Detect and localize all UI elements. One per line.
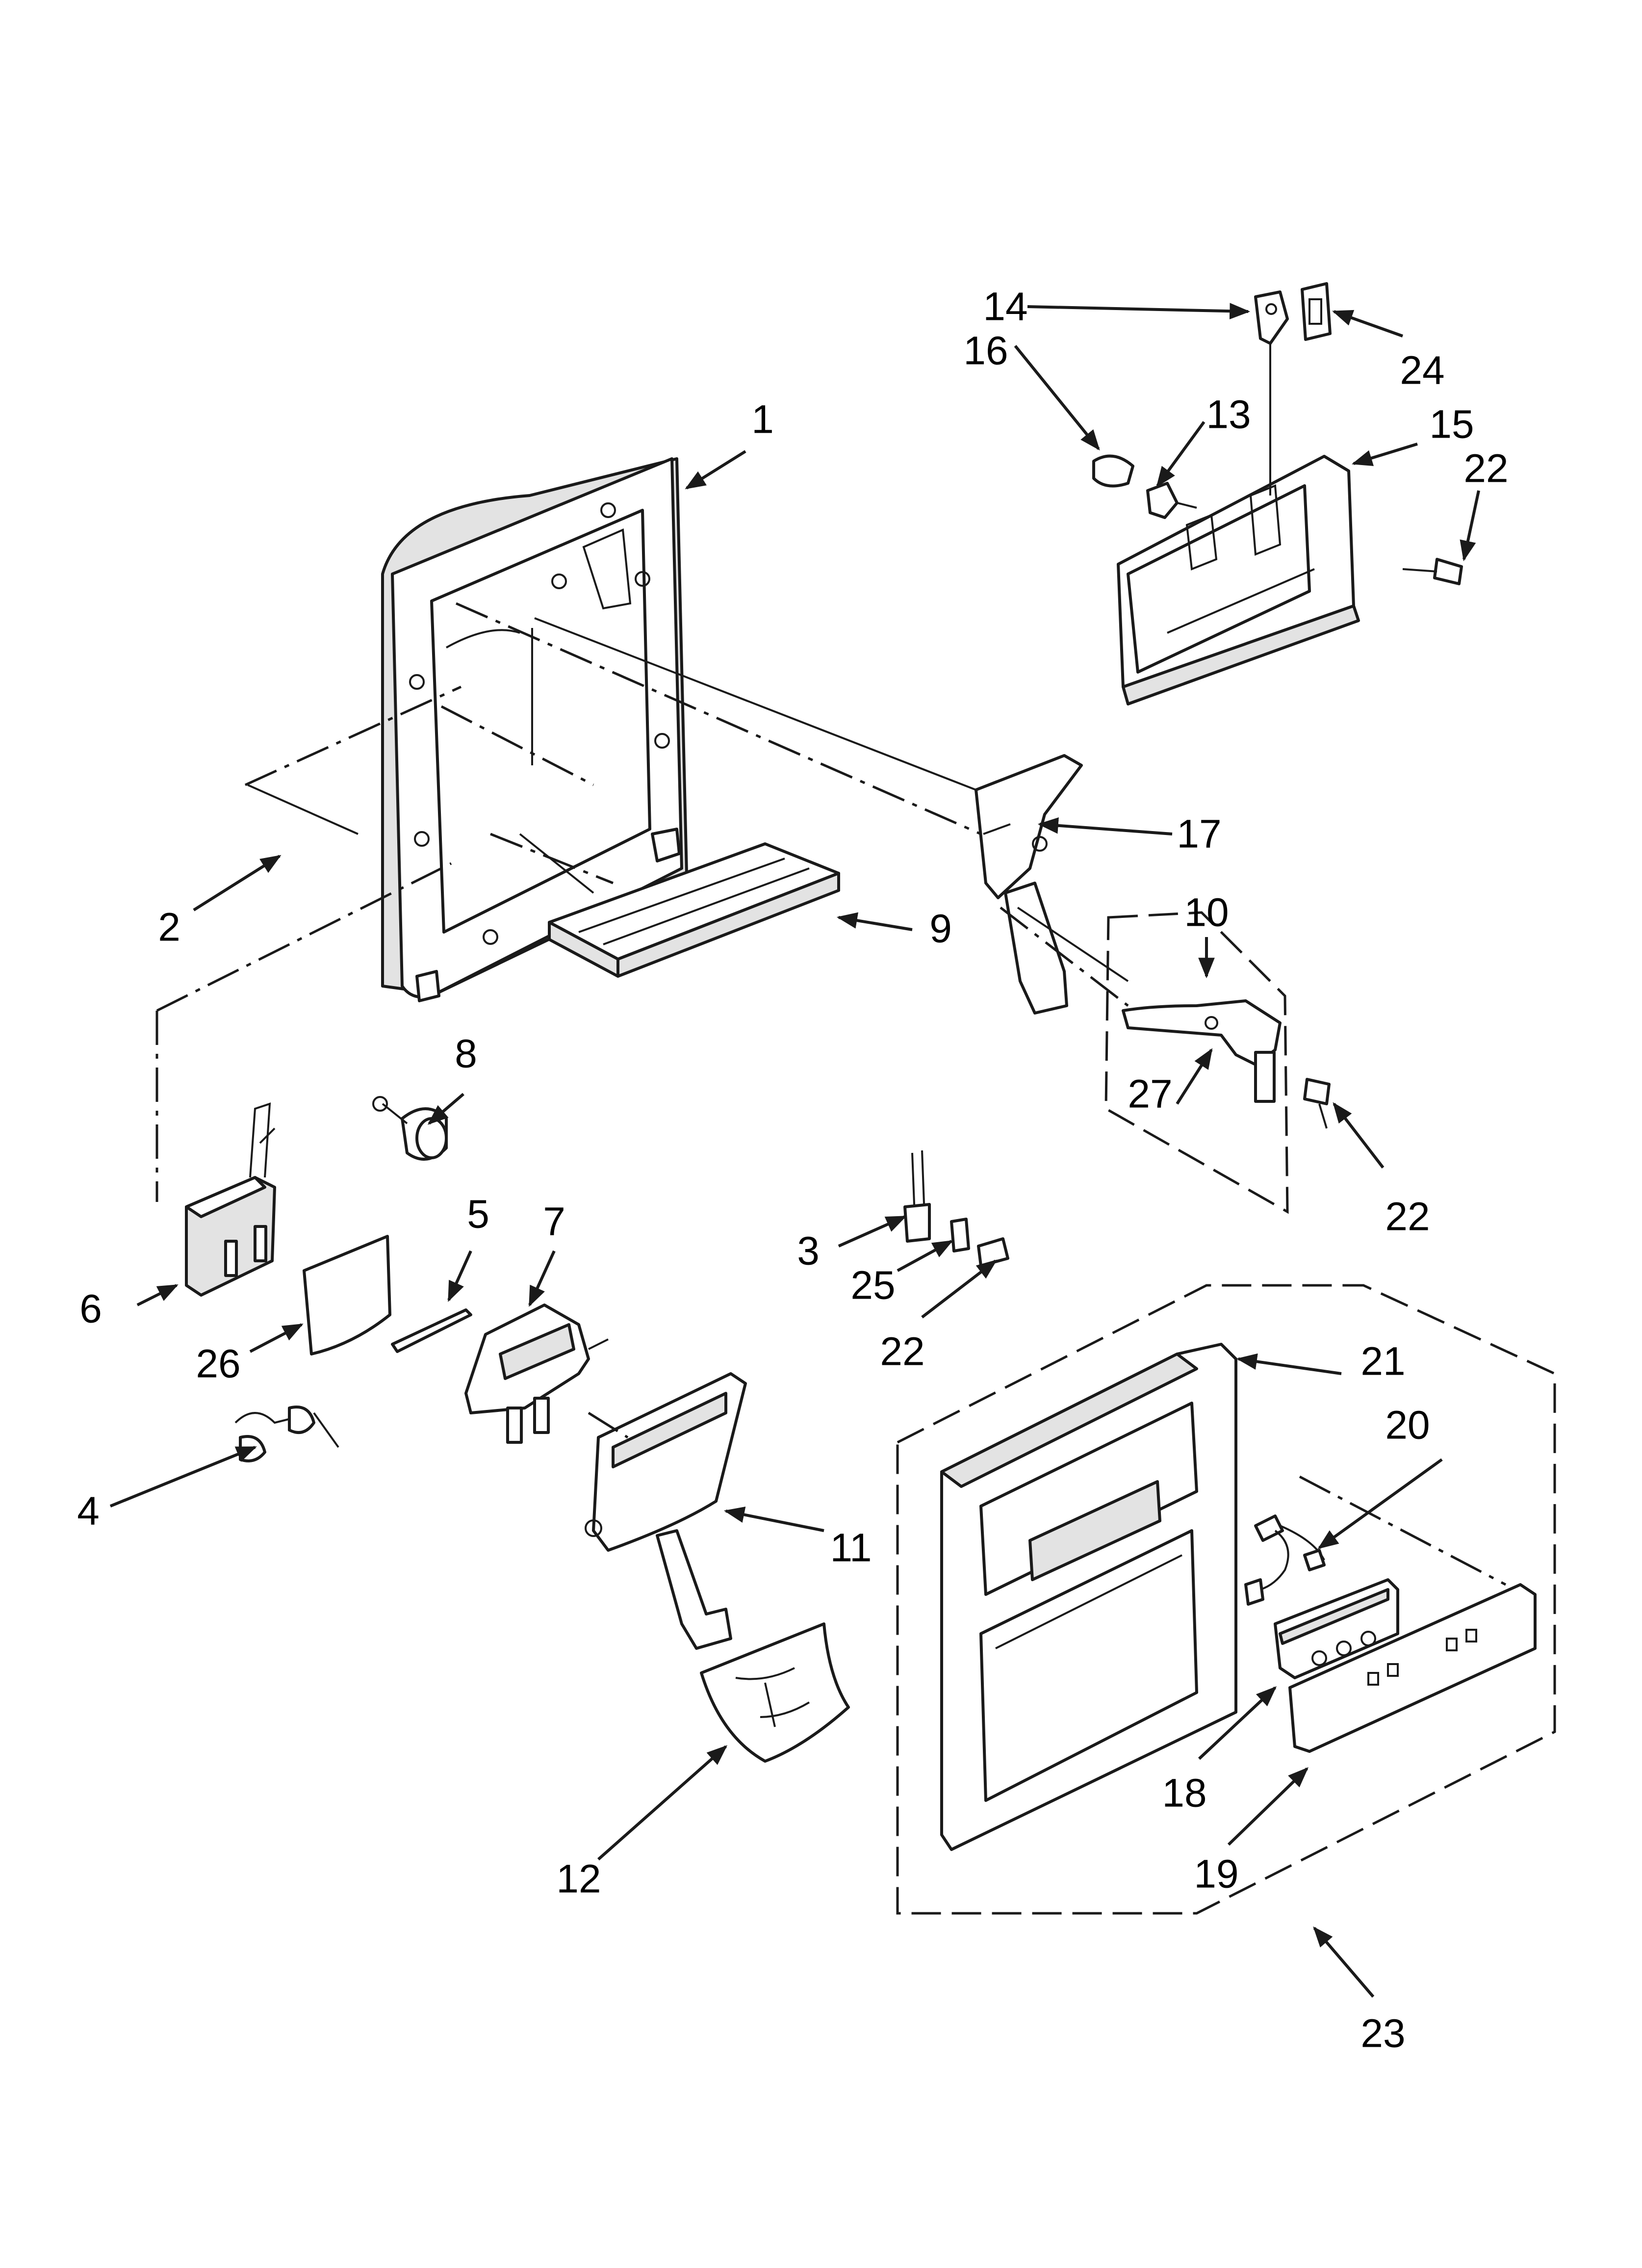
callout-8: 8 (455, 1032, 477, 1076)
alignment-lines (155, 343, 1507, 1586)
spring-clip-3 (903, 1150, 931, 1243)
motor-cover-26 (303, 1235, 391, 1356)
motor-6 (185, 1102, 276, 1297)
housing-frame (381, 457, 688, 1002)
callout-2: 2 (158, 905, 180, 950)
clip-25 (950, 1218, 970, 1252)
callout-13: 13 (1206, 392, 1251, 437)
callout-12: 12 (556, 1857, 601, 1902)
callout-24: 24 (1400, 348, 1444, 393)
callout-21: 21 (1360, 1339, 1405, 1384)
callout-14: 14 (983, 285, 1027, 329)
callout-16: 16 (963, 329, 1008, 373)
screw-22-mid (977, 1237, 1009, 1267)
springs-4 (234, 1406, 339, 1462)
callout-22-right: 22 (1385, 1195, 1430, 1239)
callout-5: 5 (467, 1192, 489, 1237)
chute-door-11 (585, 1372, 747, 1650)
control-board-18 (1274, 1578, 1399, 1679)
callout-9: 9 (929, 907, 952, 951)
callout-6: 6 (79, 1287, 102, 1331)
front-panel-21 (940, 1343, 1237, 1851)
drip-tray (548, 842, 840, 978)
callout-15: 15 (1429, 402, 1474, 447)
plate-part-24 (1301, 282, 1332, 341)
solenoid-7 (464, 1303, 609, 1444)
callout-23: 23 (1360, 2011, 1405, 2056)
lamp-socket-part-13 (1146, 482, 1197, 519)
upper-bracket (1117, 455, 1360, 705)
callout-27: 27 (1128, 1072, 1172, 1117)
callout-18: 18 (1162, 1771, 1206, 1816)
callout-1: 1 (751, 397, 774, 442)
callout-3: 3 (797, 1229, 820, 1274)
callout-17: 17 (1177, 812, 1221, 857)
rod-5 (391, 1308, 472, 1353)
bulb-part-16 (1092, 454, 1134, 488)
switch-part-14 (1254, 290, 1289, 345)
wire-harness-20 (1244, 1514, 1326, 1606)
control-bezel-19 (1288, 1583, 1537, 1753)
callout-10: 10 (1184, 890, 1229, 935)
callout-19: 19 (1194, 1852, 1238, 1897)
callout-labels: 1 2 3 4 5 6 7 8 9 10 11 12 13 14 15 16 1… (77, 285, 1508, 2056)
callout-22-mid: 22 (880, 1330, 924, 1374)
callout-25: 25 (850, 1263, 895, 1308)
callout-4: 4 (77, 1489, 100, 1534)
screw-22-top (1402, 558, 1463, 585)
callout-22-top: 22 (1463, 446, 1508, 491)
lever-group-10 (1104, 911, 1289, 1214)
screw-22-right (1303, 1078, 1331, 1129)
callout-26: 26 (196, 1342, 240, 1386)
callout-11: 11 (830, 1526, 872, 1570)
ice-funnel-12 (700, 1622, 850, 1763)
callout-20: 20 (1385, 1403, 1430, 1448)
actuator-arm (975, 754, 1083, 1015)
callout-7: 7 (543, 1199, 565, 1244)
front-assembly-23 (896, 1284, 1556, 1915)
leader-arrows (109, 303, 1480, 1998)
cap-8 (372, 1096, 448, 1161)
